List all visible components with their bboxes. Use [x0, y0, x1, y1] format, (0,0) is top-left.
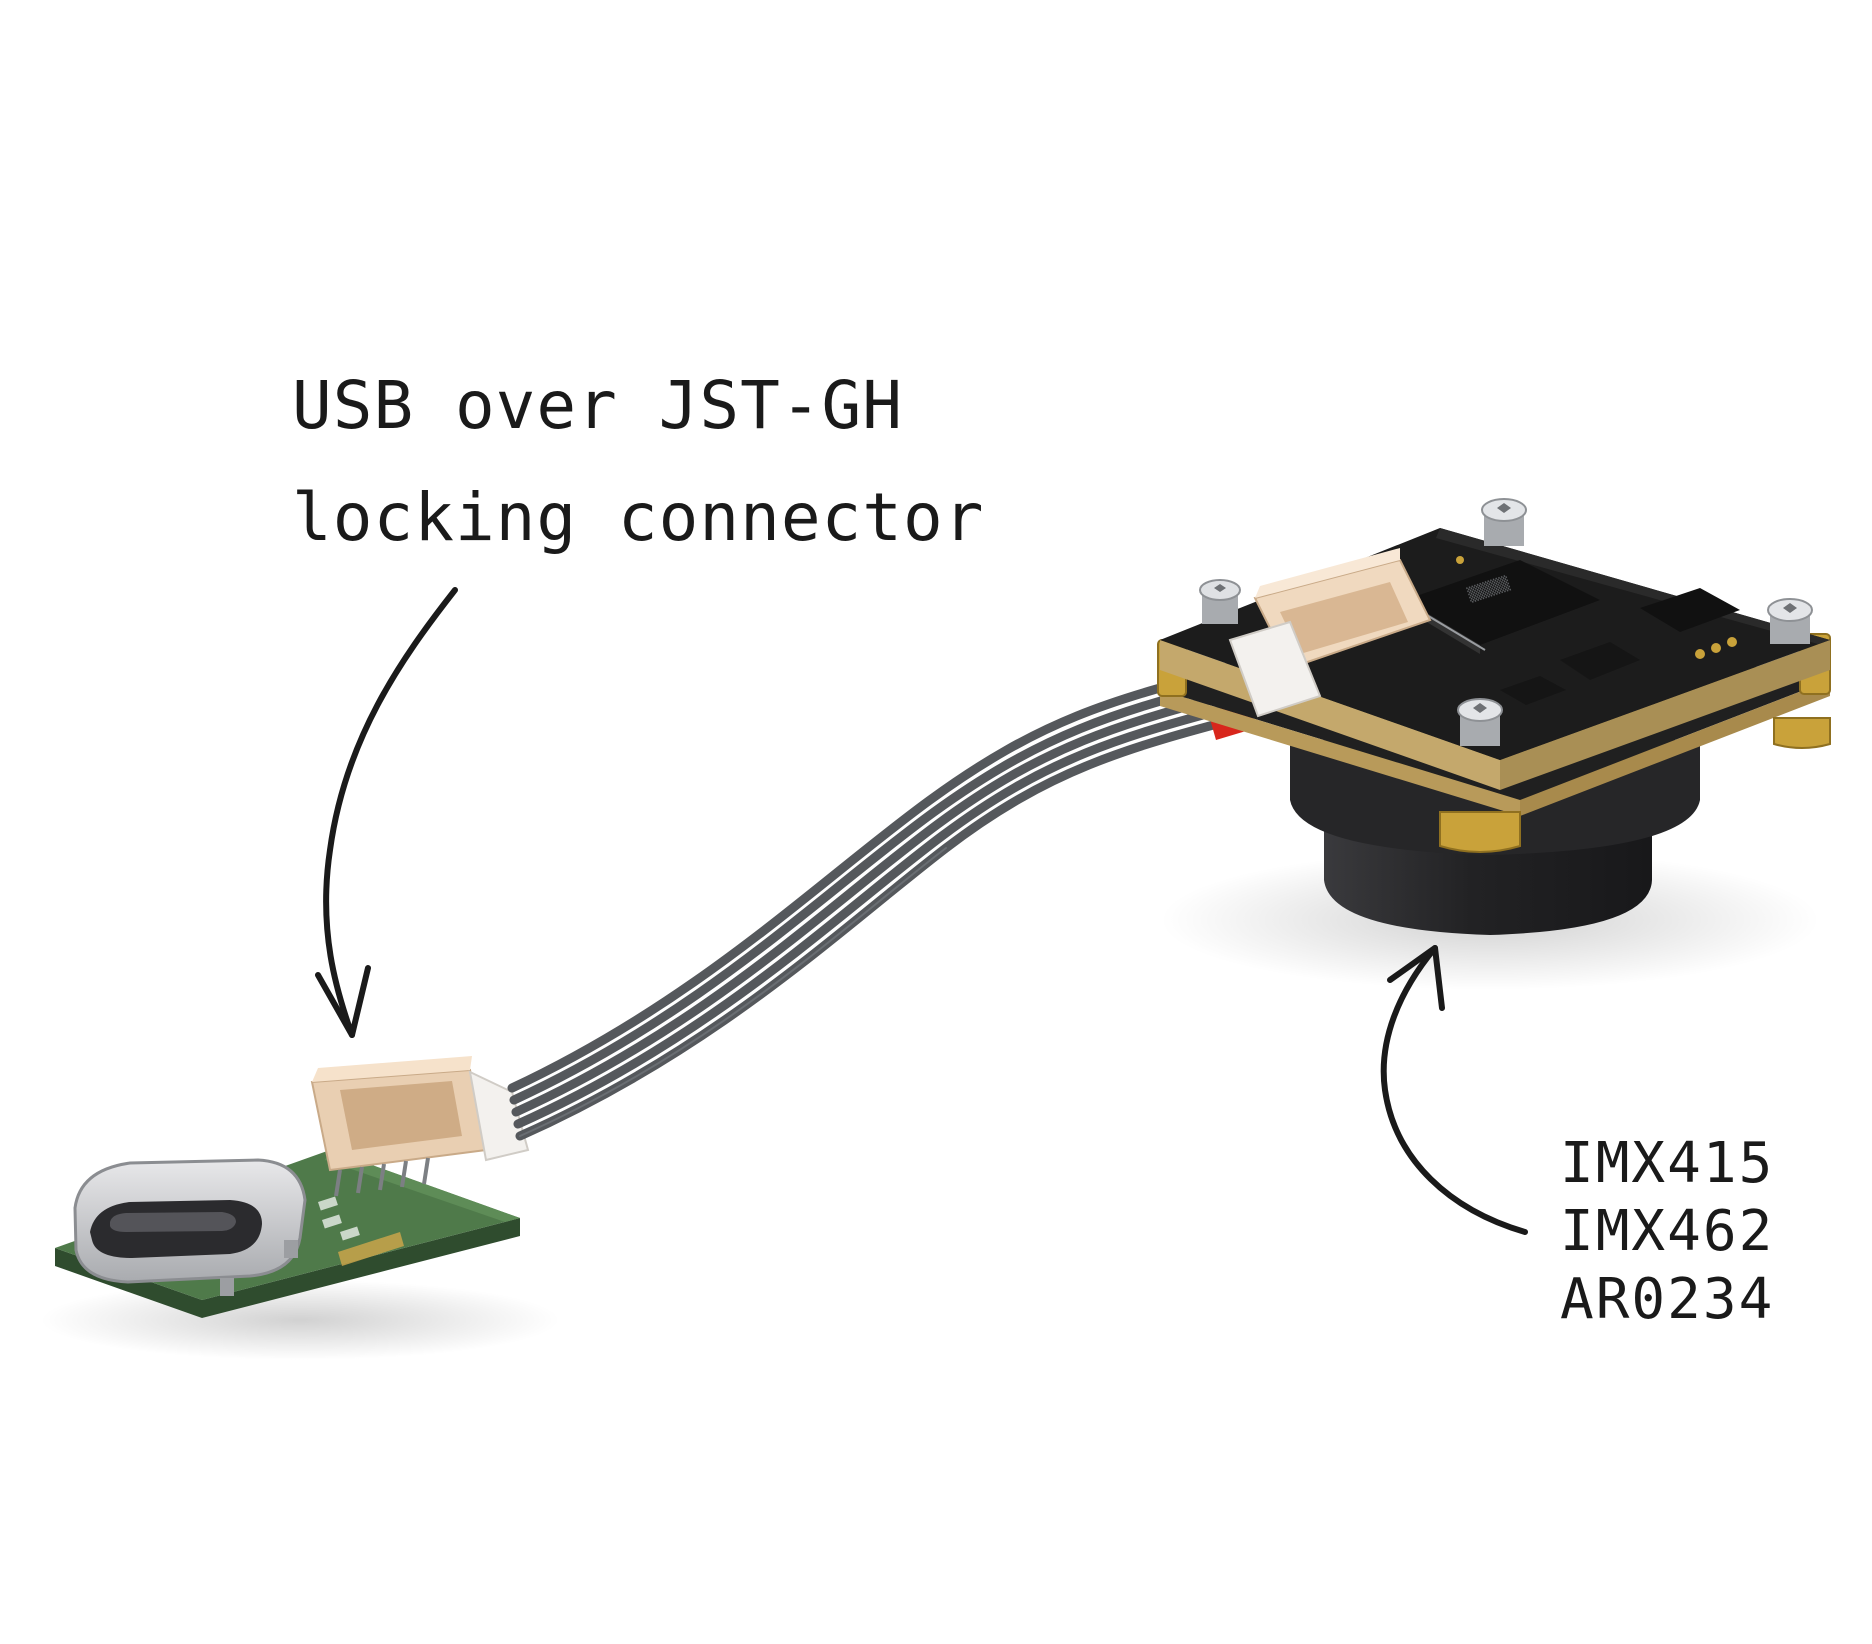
connector-annotation-line-1: USB over JST-GH [292, 367, 904, 444]
jst-gh-cable [507, 663, 1252, 1141]
sensor-model-item: AR0234 [1560, 1267, 1775, 1332]
sensor-arrow-icon [1380, 945, 1528, 1235]
connector-arrow-icon [315, 587, 458, 1038]
mount-screws [1199, 498, 1813, 746]
jst-gh-connector-icon [310, 1056, 530, 1197]
connector-annotation: USB over JST-GH locking connector [292, 350, 985, 574]
sensor-model-item: IMX462 [1560, 1199, 1775, 1264]
usb-c-port-icon [73, 1158, 307, 1296]
connector-annotation-line-2: locking connector [292, 479, 985, 556]
camera-module-icon: ▒▒▒▒▒ [1157, 498, 1831, 935]
sensor-model-list: IMX415 IMX462 AR0234 [1560, 1130, 1774, 1334]
sensor-model-item: IMX415 [1560, 1131, 1775, 1196]
